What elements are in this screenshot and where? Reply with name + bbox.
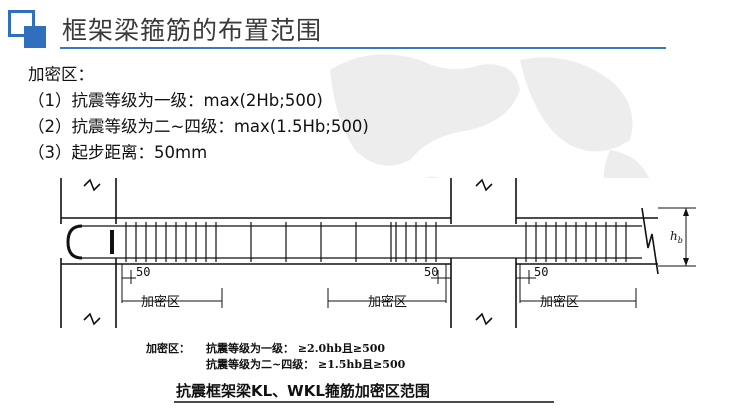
page-title: 框架梁箍筋的布置范围: [62, 16, 323, 45]
dim-label-right: 50: [534, 265, 548, 279]
text-line-start-distance: （3）起步距离：50mm: [28, 143, 208, 162]
middle-column: [450, 178, 517, 328]
text-line-grade-two-four: （2）抗震等级为二~四级：max(1.5Hb;500): [28, 117, 369, 136]
height-label: hb: [670, 229, 683, 245]
bar-hook: [66, 224, 83, 260]
dim-start-right: [516, 264, 536, 303]
title-underline: [60, 47, 666, 49]
dim-zone-left: [122, 288, 223, 308]
figure-caption: 抗震框架梁KL、WKL箍筋加密区范围: [176, 382, 430, 400]
stirrups-left-zone: [125, 222, 217, 262]
left-column-break-mark-bottom: [83, 312, 101, 326]
zone-label-right: 加密区: [540, 294, 579, 310]
dim-start-left: [121, 264, 136, 303]
dim-zone-middle: [327, 288, 446, 308]
beam-outline: [61, 217, 658, 265]
square-logo-icon: [8, 10, 46, 48]
stirrup-layout-drawing: 50 50 50 加密区 加密区 加密区 hb 加密区： 抗震等级为一级： ≥2…: [60, 178, 696, 403]
dim-zone-right: [520, 288, 637, 308]
zone-label-left: 加密区: [141, 294, 180, 310]
dim-label-middle: 50: [424, 265, 438, 279]
text-line-grade-one: （1）抗震等级为一级：max(2Hb;500): [28, 91, 323, 110]
zone-label-middle: 加密区: [368, 294, 407, 310]
middle-column-break-mark: [475, 178, 493, 192]
beam-break-mark: [641, 207, 659, 275]
left-column-break-mark: [83, 178, 101, 192]
slide-header: 框架梁箍筋的布置范围: [0, 0, 729, 60]
dim-start-middle: [431, 264, 451, 303]
note-prefix: 加密区：: [145, 341, 190, 355]
beam-stirrup-diagram: 50 50 50 加密区 加密区 加密区 hb 加密区： 抗震等级为一级： ≥2…: [46, 178, 698, 407]
stirrups-middle-span: [250, 222, 392, 262]
note-line-grade-one: 抗震等级为一级： ≥2.0hb且≥500: [206, 341, 385, 355]
text-line-zone: 加密区：: [28, 65, 94, 84]
note-line-grade-two-four: 抗震等级为二~四级： ≥1.5hb且≥500: [206, 357, 406, 371]
left-column: [60, 178, 117, 328]
dim-beam-height: [658, 207, 696, 267]
middle-column-break-mark-bottom: [475, 312, 493, 326]
stirrups-middle-zone-left: [395, 222, 437, 262]
stirrups-right-zone: [525, 222, 627, 262]
dim-label-left: 50: [136, 265, 150, 279]
content-text: 加密区： （1）抗震等级为一级：max(2Hb;500) （2）抗震等级为二~四…: [28, 62, 708, 166]
longitudinal-bars: [82, 225, 642, 259]
